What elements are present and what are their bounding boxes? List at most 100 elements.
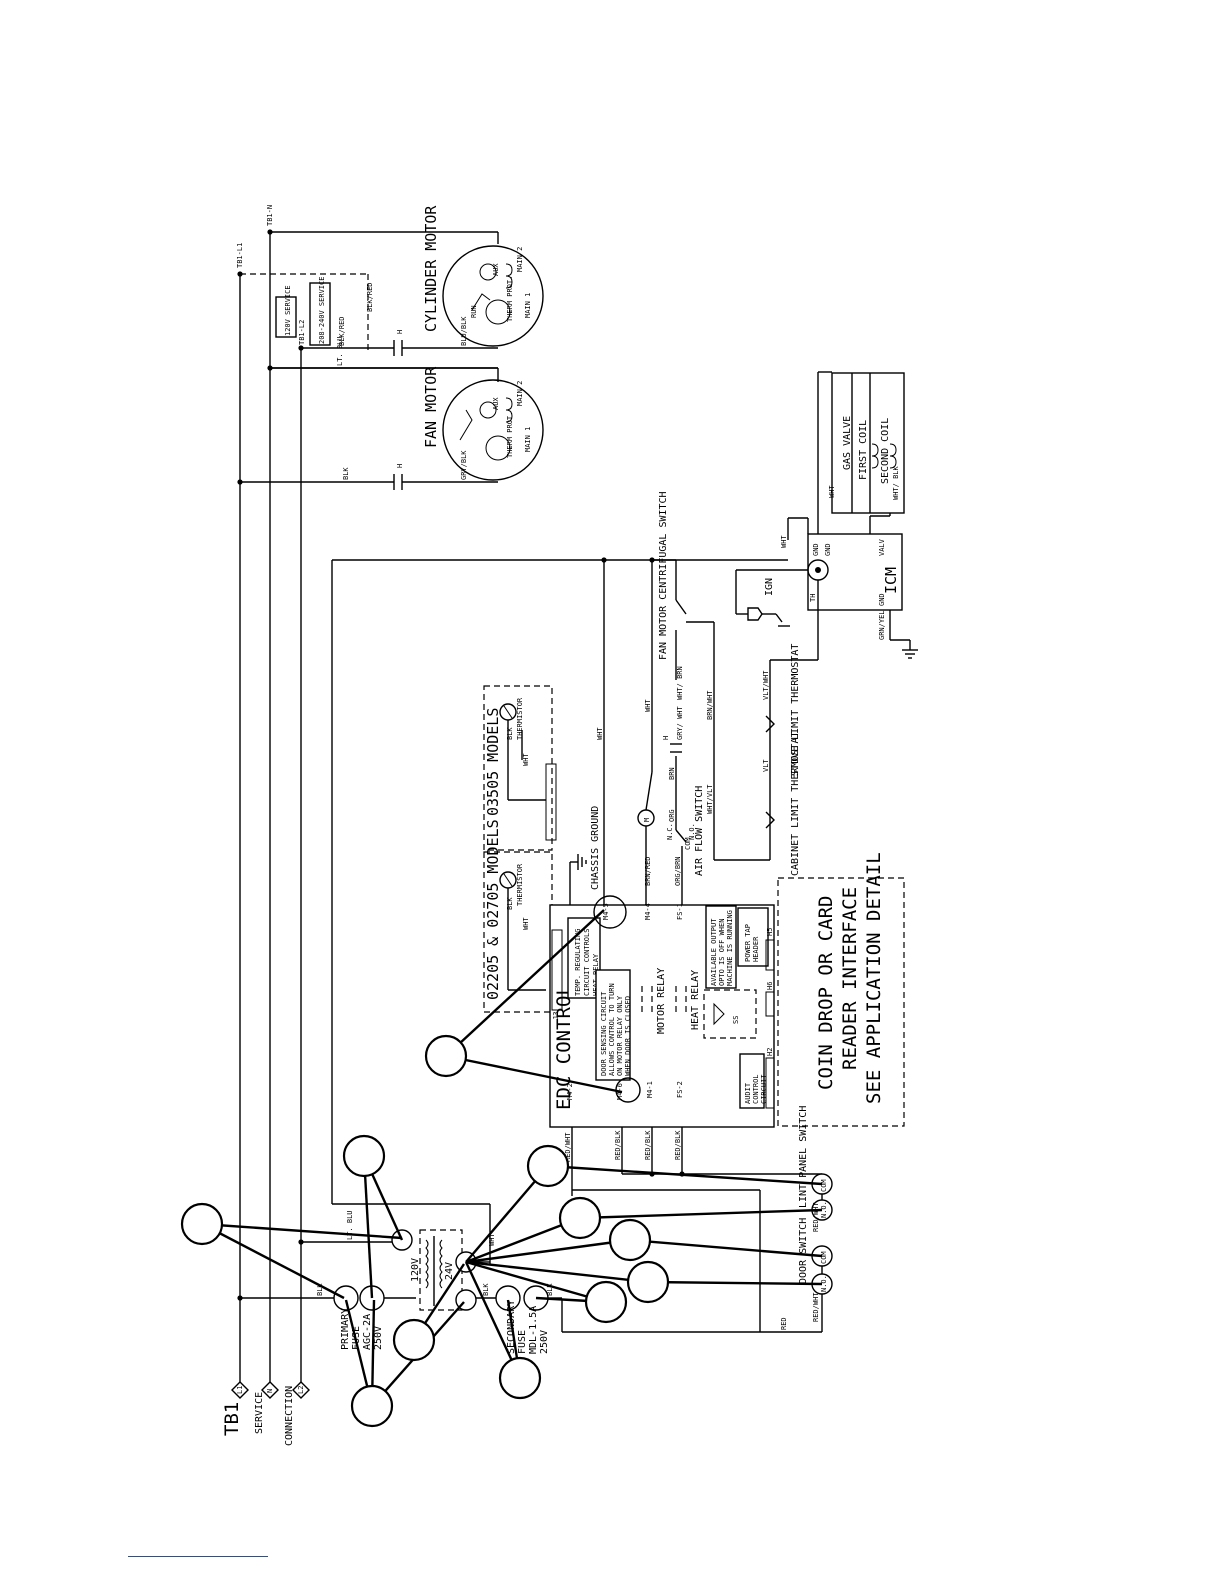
h2-label: H2 (766, 1048, 774, 1056)
icm-label: ICM (882, 567, 900, 594)
lt-blu-wire: LT. BLU (270, 336, 498, 369)
wire-red-wht-lint: RED/WHT (812, 1202, 820, 1232)
tb1-label: TB1 (221, 1402, 243, 1436)
callout-1 (424, 1034, 468, 1078)
lint-no-label: N.O. (820, 1201, 828, 1218)
wire-grn-yel: GRN/YEL (878, 610, 886, 640)
fan-motor-label: FAN MOTOR (422, 366, 440, 448)
model-0220-label: 02205 & 02705 MODELS (484, 819, 502, 1000)
service-label: SERVICE (254, 1392, 265, 1434)
door-switch-label: DOOR SWITCH (798, 1218, 809, 1284)
connection-label: CONNECTION (284, 1386, 295, 1446)
terminal-block-tb1: TB1 L1 N L2 SERVICE CONNECTION (221, 1381, 310, 1446)
wire-wht-blk: WHT/ BLK (892, 465, 900, 500)
wire-org-brn: ORG/BRN (674, 856, 682, 886)
fan-therm-label: THERM PROT. (506, 412, 514, 458)
m4-2-label: M4-2 (566, 1083, 574, 1100)
service-120v-label: 120V SERVICE (284, 285, 292, 336)
callout-5 (558, 1196, 602, 1240)
wire-wht-icm: WHT (780, 535, 788, 548)
m4-4-label: M4-4 (644, 903, 652, 920)
wire-blk-4: BLK (546, 1283, 554, 1296)
door-com-label: COM (820, 1251, 828, 1264)
ss-label: SS (732, 1016, 740, 1024)
callout-8 (584, 1280, 628, 1324)
door-sensing-note: DOOR SENSING CIRCUITALLOWS CONTROL TO TU… (600, 983, 632, 1076)
supply-rails (237, 229, 499, 1388)
fan-aux-label: AUX (492, 397, 500, 410)
fs2-label: FS-2 (676, 1081, 684, 1098)
wire-red-blk-1: RED/BLK (614, 1130, 622, 1160)
tb1-l2-label: L2 (297, 1386, 305, 1394)
wire-red-blk-3: RED/BLK (674, 1130, 682, 1160)
j3-label: J3 (552, 1012, 560, 1020)
wire-blk-red-1: BLK/RED (338, 316, 346, 346)
icm-gnd2-label: GND (824, 543, 832, 556)
power-tap-label: POWER TAPHEADER (744, 924, 760, 962)
control-bus: WHT WHT WHT (331, 535, 788, 1264)
wire-wht-gasvalve: WHT (828, 485, 836, 498)
wire-red-wht-1: RED/WHT (564, 1132, 572, 1162)
ignition-control-module: ICM TH GND GND VALV GND GRN/YEL (769, 517, 918, 696)
wire-lt-blu-1: LT. BLU (336, 336, 344, 366)
transformer-fuses: BLK LT. BLU PRIMARYFUSEAGC-2A250V 120V 2… (237, 1210, 562, 1354)
wire-gry-wht: GRY/ WHT (676, 705, 684, 740)
gas-valve: GAS VALVE FIRST COIL SECOND COIL WHT WHT… (817, 371, 905, 541)
callout-6 (608, 1218, 652, 1262)
tb1-l1-label: L1 (236, 1386, 244, 1394)
edc-control-board: EDC CONTROL J3 TEMP. REGULATINGCIRCUIT C… (549, 895, 775, 1128)
cylinder-motor: RUN AUX THERM PROT. MAIN 1 MAIN 2 CYLIND… (301, 205, 544, 356)
callout-7 (626, 1260, 670, 1304)
wire-wht-3: WHT (488, 1233, 496, 1246)
callout-4 (526, 1144, 570, 1188)
available-output-note: AVAILABLE OUTPUTOPTO IS OFF WHENMACHINE … (710, 910, 734, 986)
lint-switch-label: LINT PANEL SWITCH (798, 1106, 809, 1208)
fan-centrifugal-switch: FAN MOTOR CENTRIFUGAL SWITCH WHT/ BRN GR… (652, 491, 715, 800)
icm-gnd3-label: GND (878, 593, 886, 606)
wire-vlt-wht: VLT/WHT (762, 670, 770, 700)
air-flow-switch: M ORG N.C. N.O. COM AIR FLOW SWITCH BRN/… (637, 771, 714, 905)
cylinder-run-label: RUN (470, 305, 478, 318)
tb1-l1-top-label: TB1-L1 (236, 243, 244, 268)
fan-motor: AUX THERM PROT. MAIN 1 MAIN 2 FAN MOTOR … (240, 366, 544, 490)
callout-10 (498, 1356, 542, 1400)
chassis-ground: CHASSIS GROUND (569, 806, 601, 905)
wire-wht-1: WHT (596, 727, 604, 740)
fan-main1-label: MAIN 1 (524, 427, 532, 452)
wire-red: RED (780, 1317, 788, 1330)
motor-m-label: M (643, 818, 651, 822)
model-0350-blk-label: BLK (506, 727, 514, 740)
transformer-24v-label: 24V (444, 1262, 455, 1280)
icm-valv-label: VALV (878, 538, 886, 556)
callout-3 (342, 1134, 386, 1178)
model-0350-label: 03505 MODELS (484, 708, 502, 816)
icm-gnd1-label: GND (812, 543, 820, 556)
h6-label: H6 (766, 982, 774, 990)
lint-door-switches: COM N.O. LINT PANEL SWITCH COM N.O. DOOR… (798, 1106, 833, 1332)
wire-wht-2: WHT (644, 699, 652, 712)
h5-label: H5 (766, 928, 774, 936)
model-sensor-boxes: 03505 MODELS THERMISTOR BLK WHT 02205 & … (483, 685, 557, 1013)
icm-th-label: TH (809, 594, 817, 602)
model-0350-thermistor-label: THERMISTOR (516, 697, 524, 740)
wire-blk-red-2: BLK/RED (366, 282, 374, 312)
air-flow-label: AIR FLOW SWITCH (694, 786, 705, 876)
stove-limit-label: STOVE LIMIT THERMOSTAT (790, 644, 801, 776)
wire-blk-3: BLK (482, 1283, 490, 1296)
second-coil-label: SECOND COIL (880, 418, 891, 484)
fs1-label: FS-1 (676, 903, 684, 920)
heat-relay-label: HEAT RELAY (690, 970, 701, 1030)
cylinder-aux-label: AUX (492, 263, 500, 276)
footer-rule (128, 1556, 268, 1557)
wire-gry-blk: GRY/BLK (460, 450, 468, 480)
wire-blk-1: BLK (342, 467, 350, 480)
ign-label: IGN (764, 578, 775, 596)
cylinder-main1-label: MAIN 1 (524, 293, 532, 318)
wire-red-wht-door: RED/WHT (812, 1292, 820, 1322)
model-0220-blk-label: BLK (506, 897, 514, 910)
wire-lt-blu-2: LT. BLU (346, 1210, 354, 1240)
service-options: TB1-L1 TB1-N 120V SERVICE 208-240V SERVI… (236, 205, 331, 346)
airflow-com-label: COM (684, 837, 692, 850)
wire-brn-1: BRN (668, 767, 676, 780)
wire-vlt: VLT (762, 759, 770, 772)
